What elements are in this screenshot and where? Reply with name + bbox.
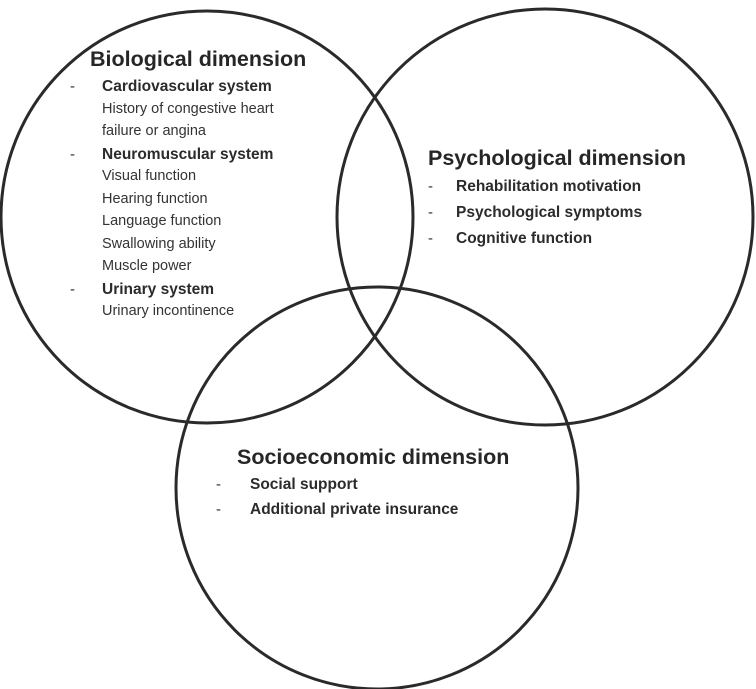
cardiovascular-item-2: failure or angina — [102, 123, 206, 139]
bullet-dash: - — [70, 78, 75, 95]
bullet-dash: - — [216, 501, 221, 518]
bullet-dash: - — [428, 204, 433, 221]
socioeconomic-circle — [174, 285, 580, 689]
neuromuscular-item-2: Hearing function — [102, 190, 208, 207]
neuromuscular-heading: Neuromuscular system — [102, 145, 274, 163]
neuromuscular-item-5: Muscle power — [102, 258, 192, 274]
psychological-item: - Rehabilitation motivation — [428, 178, 686, 204]
neuromuscular-item-3: Language function — [102, 213, 222, 229]
socioeconomic-item: - Social support — [216, 476, 509, 501]
socioeconomic-item: - Additional private insurance — [216, 501, 509, 526]
cardiovascular-heading: Cardiovascular system — [102, 78, 272, 95]
neuromuscular-item-4: Swallowing ability — [102, 235, 216, 252]
biological-dimension-title: Biological dimension — [90, 47, 307, 71]
urinary-item-1: Urinary incontinence — [102, 303, 235, 319]
bullet-dash: - — [70, 145, 75, 163]
biological-group-heading: - Neuromuscular system — [70, 146, 306, 169]
biological-item: Urinary incontinence — [70, 303, 306, 326]
biological-item: failure or angina — [70, 123, 306, 146]
bullet-dash: - — [428, 230, 433, 247]
psychological-item-1: Rehabilitation motivation — [456, 178, 642, 195]
socioeconomic-item-1: Social support — [250, 476, 358, 493]
psychological-circle — [335, 7, 755, 427]
biological-item: Muscle power — [70, 258, 306, 281]
socioeconomic-dimension-block: Socioeconomic dimension - Social support… — [216, 444, 509, 526]
biological-group-heading: - Cardiovascular system — [70, 78, 306, 101]
cardiovascular-item-1: History of congestive heart — [102, 100, 274, 117]
biological-item: Language function — [70, 213, 306, 236]
biological-item: History of congestive heart — [70, 101, 306, 124]
bullet-dash: - — [428, 178, 433, 195]
urinary-heading: Urinary system — [102, 280, 215, 298]
socioeconomic-dimension-title: Socioeconomic dimension — [237, 445, 510, 469]
bullet-dash: - — [216, 476, 221, 493]
biological-item: Swallowing ability — [70, 236, 306, 259]
biological-circle — [0, 9, 415, 425]
socioeconomic-item-2: Additional private insurance — [250, 501, 459, 518]
psychological-item: - Psychological symptoms — [428, 204, 686, 230]
psychological-dimension-title: Psychological dimension — [428, 146, 687, 170]
bullet-dash: - — [70, 280, 75, 298]
biological-group-heading: - Urinary system — [70, 281, 306, 304]
biological-dimension-block: Biological dimension - Cardiovascular sy… — [70, 46, 306, 326]
biological-item: Visual function — [70, 168, 306, 191]
neuromuscular-item-1: Visual function — [102, 168, 197, 184]
psychological-item-2: Psychological symptoms — [456, 204, 643, 221]
biological-item: Hearing function — [70, 191, 306, 214]
psychological-item: - Cognitive function — [428, 230, 686, 256]
psychological-item-3: Cognitive function — [456, 230, 593, 247]
psychological-dimension-block: Psychological dimension - Rehabilitation… — [428, 145, 686, 256]
